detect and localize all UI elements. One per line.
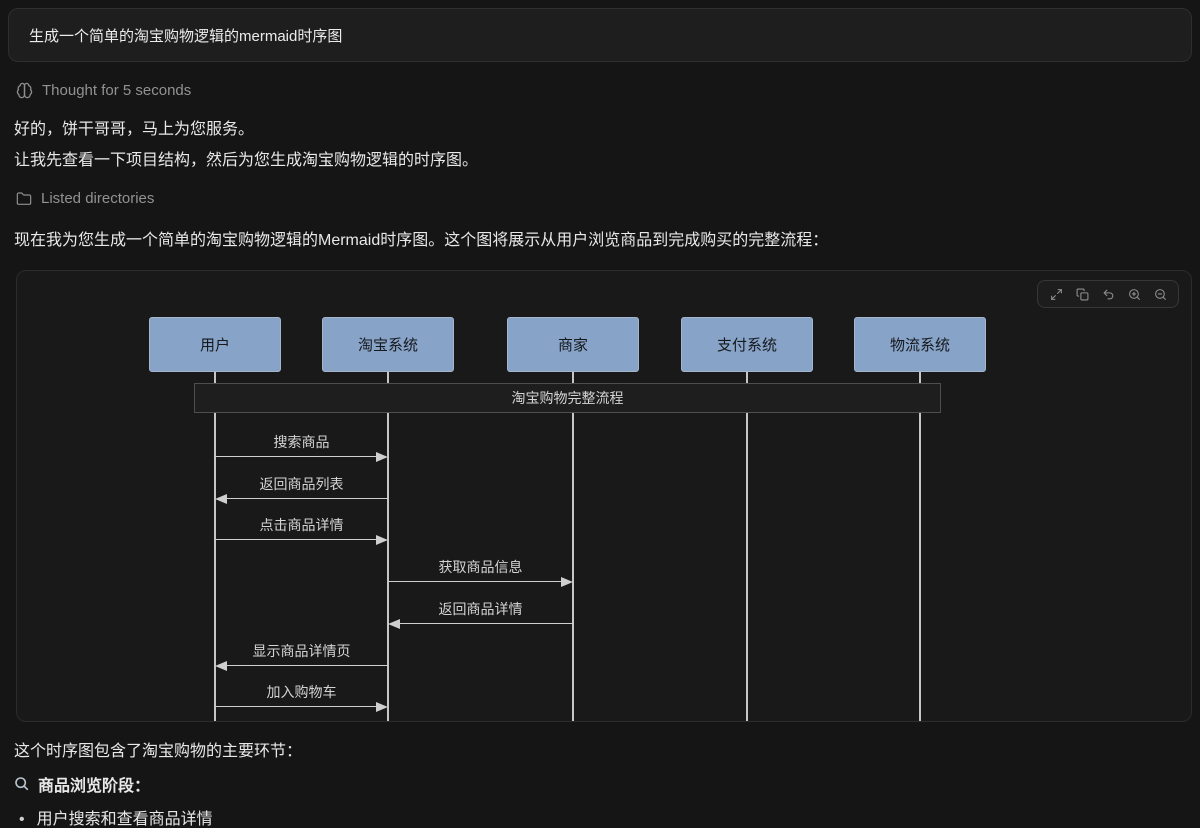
zoom-in-icon — [1128, 288, 1140, 300]
assistant-intro-line: 现在我为您生成一个简单的淘宝购物逻辑的Mermaid时序图。这个图将展示从用户浏… — [14, 232, 829, 249]
actor-box: 物流系统 — [854, 317, 986, 372]
message-label: 获取商品信息 — [438, 559, 523, 575]
assistant-reply-line-1: 好的，饼干哥哥，马上为您服务。 — [14, 121, 255, 138]
folder-icon — [16, 191, 32, 205]
arrowhead-right-icon — [376, 452, 388, 462]
diagram-title-note: 淘宝购物完整流程 — [194, 383, 941, 413]
tool-call-label: Listed directories — [41, 190, 155, 207]
lifeline — [746, 372, 748, 721]
lifeline — [214, 372, 216, 721]
section-heading-text: 商品浏览阶段： — [38, 778, 151, 795]
zoom-out-icon — [1154, 288, 1166, 300]
copy-button[interactable] — [1072, 285, 1092, 303]
list-item: • 用户搜索和查看商品详情 — [19, 805, 213, 828]
message-line — [215, 706, 377, 707]
actor-box: 淘宝系统 — [322, 317, 454, 372]
search-icon — [15, 777, 29, 791]
arrowhead-right-icon — [561, 577, 573, 587]
zoom-out-button[interactable] — [1150, 285, 1170, 303]
arrowhead-right-icon — [376, 535, 388, 545]
user-prompt-message[interactable]: 生成一个简单的淘宝购物逻辑的mermaid时序图 — [8, 8, 1192, 62]
arrowhead-left-icon — [215, 494, 227, 504]
message-label: 点击商品详情 — [259, 517, 344, 533]
message-line — [215, 456, 377, 457]
actor-box: 商家 — [507, 317, 639, 372]
thought-summary-label: Thought for 5 seconds — [42, 82, 192, 99]
message-label: 搜索商品 — [273, 434, 330, 450]
diagram-toolbar — [1037, 280, 1179, 308]
message-line — [226, 498, 388, 499]
mermaid-diagram-panel: 用户淘宝系统商家支付系统物流系统淘宝购物完整流程搜索商品返回商品列表点击商品详情… — [16, 270, 1192, 722]
bullet-icon: • — [19, 811, 25, 828]
undo-icon — [1103, 289, 1113, 299]
message-label: 返回商品详情 — [438, 601, 523, 617]
assistant-summary-line: 这个时序图包含了淘宝购物的主要环节： — [14, 743, 303, 760]
message-line — [215, 539, 377, 540]
actor-box: 用户 — [149, 317, 281, 372]
tool-call-row[interactable]: Listed directories — [16, 190, 154, 207]
undo-button[interactable] — [1098, 285, 1118, 303]
lifeline — [572, 372, 574, 721]
thought-summary-row[interactable]: Thought for 5 seconds — [16, 82, 191, 99]
arrowhead-left-icon — [388, 619, 400, 629]
arrowhead-left-icon — [215, 661, 227, 671]
expand-button[interactable] — [1046, 285, 1066, 303]
zoom-in-button[interactable] — [1124, 285, 1144, 303]
list-item-text: 用户搜索和查看商品详情 — [36, 811, 213, 828]
message-line — [388, 581, 562, 582]
message-label: 返回商品列表 — [259, 476, 344, 492]
copy-icon — [1076, 288, 1088, 300]
message-label: 显示商品详情页 — [252, 643, 351, 659]
expand-icon — [1050, 288, 1062, 300]
section-heading-row: 商品浏览阶段： — [14, 772, 150, 796]
lifeline — [919, 372, 921, 721]
brain-icon — [16, 82, 33, 99]
actor-box: 支付系统 — [681, 317, 813, 372]
user-prompt-text: 生成一个简单的淘宝购物逻辑的mermaid时序图 — [29, 27, 343, 45]
message-label: 加入购物车 — [266, 684, 337, 700]
assistant-reply-line-2: 让我先查看一下项目结构，然后为您生成淘宝购物逻辑的时序图。 — [14, 152, 479, 169]
lifeline — [387, 372, 389, 721]
message-line — [399, 623, 573, 624]
arrowhead-right-icon — [376, 702, 388, 712]
message-line — [226, 665, 388, 666]
